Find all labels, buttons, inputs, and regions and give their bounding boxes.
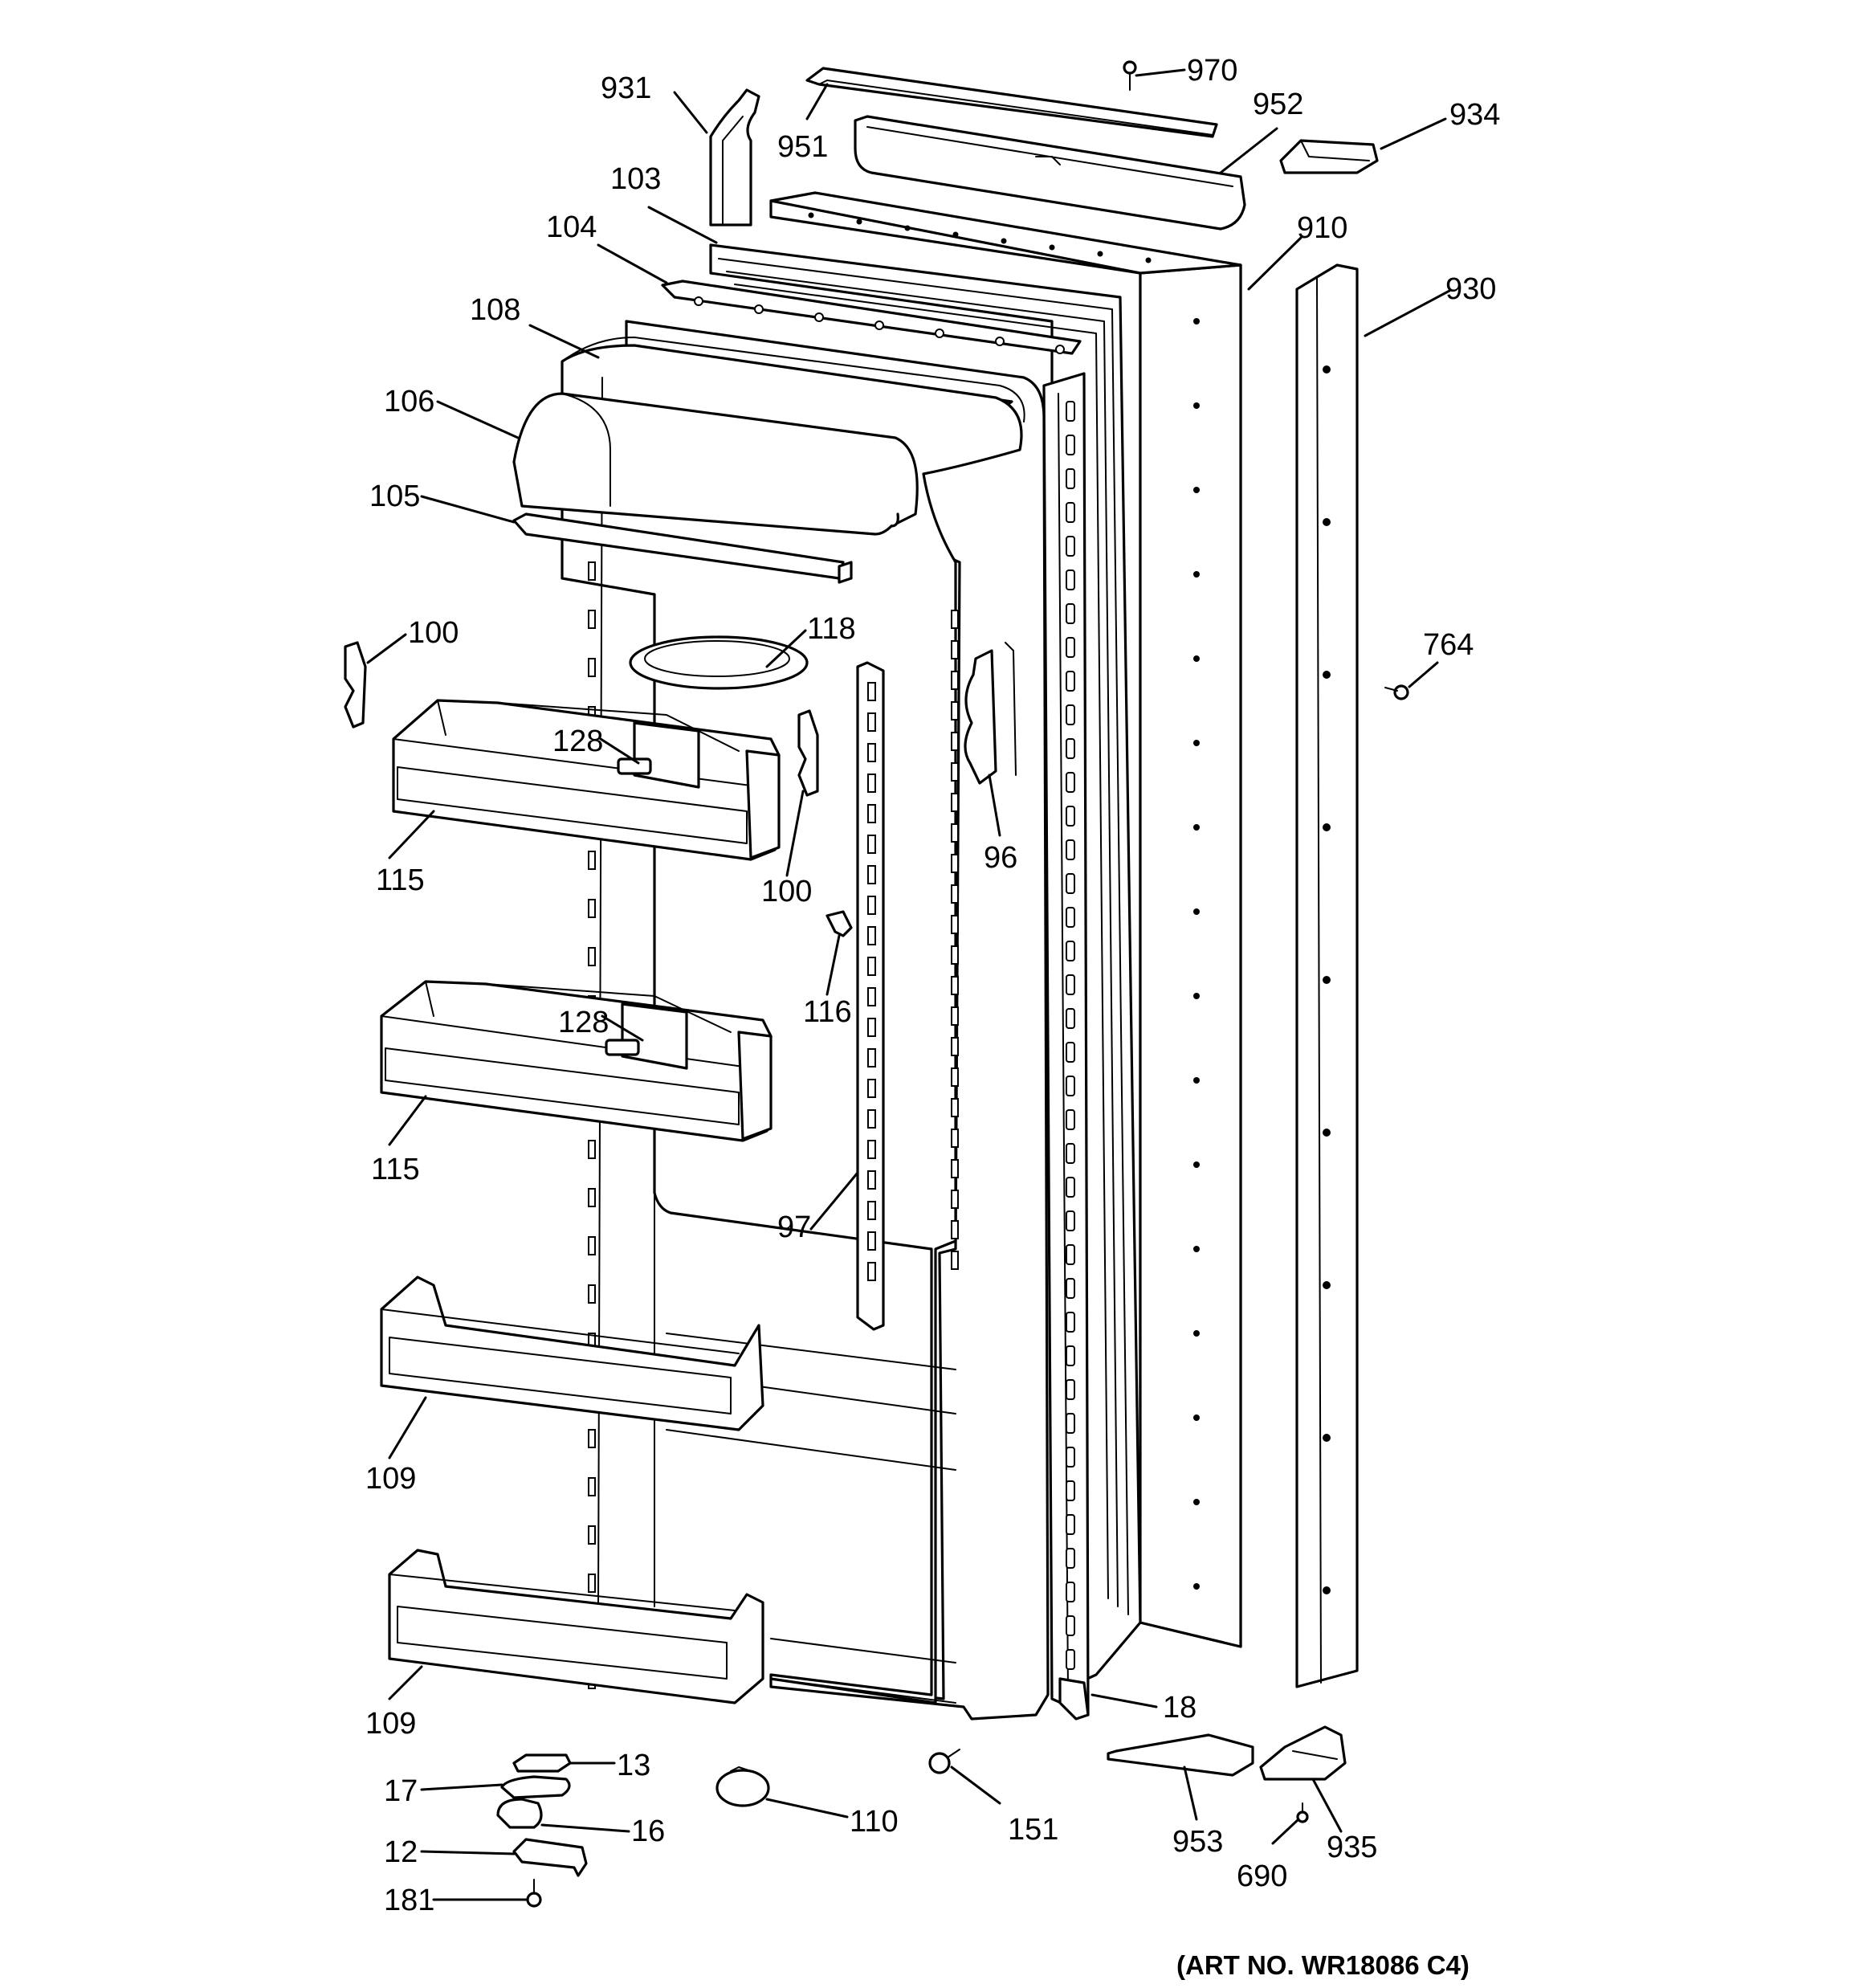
callout-100-left: 100 bbox=[408, 616, 459, 650]
callout-128-upper: 128 bbox=[552, 725, 603, 758]
callout-910: 910 bbox=[1297, 211, 1347, 245]
part-13 bbox=[512, 1753, 572, 1773]
callout-105: 105 bbox=[369, 480, 420, 513]
callout-96: 96 bbox=[984, 841, 1017, 875]
dairy-door-105 bbox=[512, 512, 853, 584]
screw-690-icon bbox=[1296, 1802, 1309, 1823]
callout-104: 104 bbox=[546, 210, 597, 244]
dairy-compartment-106 bbox=[512, 392, 919, 536]
callout-labels: 931 951 970 952 934 103 104 910 930 108 … bbox=[365, 54, 1500, 1980]
callout-109-lower: 109 bbox=[365, 1707, 416, 1741]
callout-16: 16 bbox=[631, 1815, 665, 1848]
door-outer-panel bbox=[769, 191, 1242, 1658]
callout-951: 951 bbox=[777, 130, 828, 164]
callout-934: 934 bbox=[1449, 98, 1500, 132]
top-trim-952 bbox=[854, 115, 1246, 231]
gasket-strip-18 bbox=[1058, 1677, 1090, 1721]
top-cap-951 bbox=[805, 67, 1218, 138]
callout-106: 106 bbox=[384, 385, 434, 418]
callout-931: 931 bbox=[601, 71, 651, 105]
bottom-trim-953 bbox=[1107, 1733, 1254, 1777]
hinge-parts bbox=[496, 1753, 588, 1908]
callout-110: 110 bbox=[850, 1805, 899, 1839]
callout-108: 108 bbox=[470, 293, 520, 327]
callout-100-right: 100 bbox=[761, 875, 812, 908]
screw-181-icon bbox=[526, 1879, 542, 1908]
callout-18: 18 bbox=[1163, 1691, 1196, 1725]
callout-935: 935 bbox=[1327, 1831, 1377, 1864]
callout-690: 690 bbox=[1237, 1859, 1287, 1893]
callout-115-upper: 115 bbox=[376, 863, 425, 897]
art-number: (ART NO. WR18086 C4) bbox=[1176, 1950, 1470, 1980]
callout-181: 181 bbox=[384, 1884, 434, 1917]
shelf-bracket-100-left bbox=[344, 641, 367, 729]
shelf-rail-97 bbox=[856, 661, 885, 1331]
screw-970-icon bbox=[1123, 60, 1137, 91]
part-17 bbox=[500, 1775, 571, 1799]
callout-953: 953 bbox=[1172, 1825, 1223, 1859]
door-bin-109-upper bbox=[380, 1276, 764, 1431]
callout-116: 116 bbox=[803, 995, 852, 1029]
part-12 bbox=[512, 1838, 588, 1877]
callout-115-lower: 115 bbox=[371, 1153, 420, 1186]
cam-110 bbox=[715, 1766, 770, 1807]
callout-12: 12 bbox=[384, 1835, 418, 1869]
callout-970: 970 bbox=[1187, 54, 1237, 88]
callout-952: 952 bbox=[1253, 88, 1303, 121]
callout-128-lower: 128 bbox=[558, 1006, 609, 1039]
callout-764: 764 bbox=[1423, 628, 1474, 662]
shelf-bracket-100-right bbox=[797, 709, 819, 797]
egg-tray-118 bbox=[629, 635, 809, 690]
callout-930: 930 bbox=[1445, 272, 1496, 306]
hinge-bracket-935 bbox=[1259, 1725, 1347, 1781]
cover-plate-104 bbox=[661, 280, 1082, 355]
callout-109-upper: 109 bbox=[365, 1462, 416, 1496]
callout-151: 151 bbox=[1008, 1813, 1058, 1847]
callout-17: 17 bbox=[384, 1774, 418, 1808]
liner-right-strip bbox=[1042, 372, 1090, 1717]
hinge-bracket-934 bbox=[1279, 139, 1379, 174]
callout-97: 97 bbox=[777, 1210, 811, 1244]
door-bin-115-lower bbox=[380, 980, 773, 1142]
leader-lines bbox=[366, 68, 1451, 1901]
door-bin-115-upper bbox=[392, 699, 781, 861]
callout-103: 103 bbox=[610, 162, 661, 196]
retainer-116 bbox=[826, 910, 853, 937]
corner-gasket-931 bbox=[709, 88, 760, 227]
screw-151-icon bbox=[928, 1749, 960, 1774]
door-bin-109-lower bbox=[388, 1549, 764, 1704]
part-16 bbox=[496, 1798, 543, 1829]
clip-96 bbox=[964, 642, 1017, 785]
callout-13: 13 bbox=[617, 1749, 650, 1782]
callout-118: 118 bbox=[807, 612, 856, 646]
door-handle-trim-930 bbox=[1295, 263, 1359, 1688]
screw-764-icon bbox=[1384, 684, 1409, 700]
